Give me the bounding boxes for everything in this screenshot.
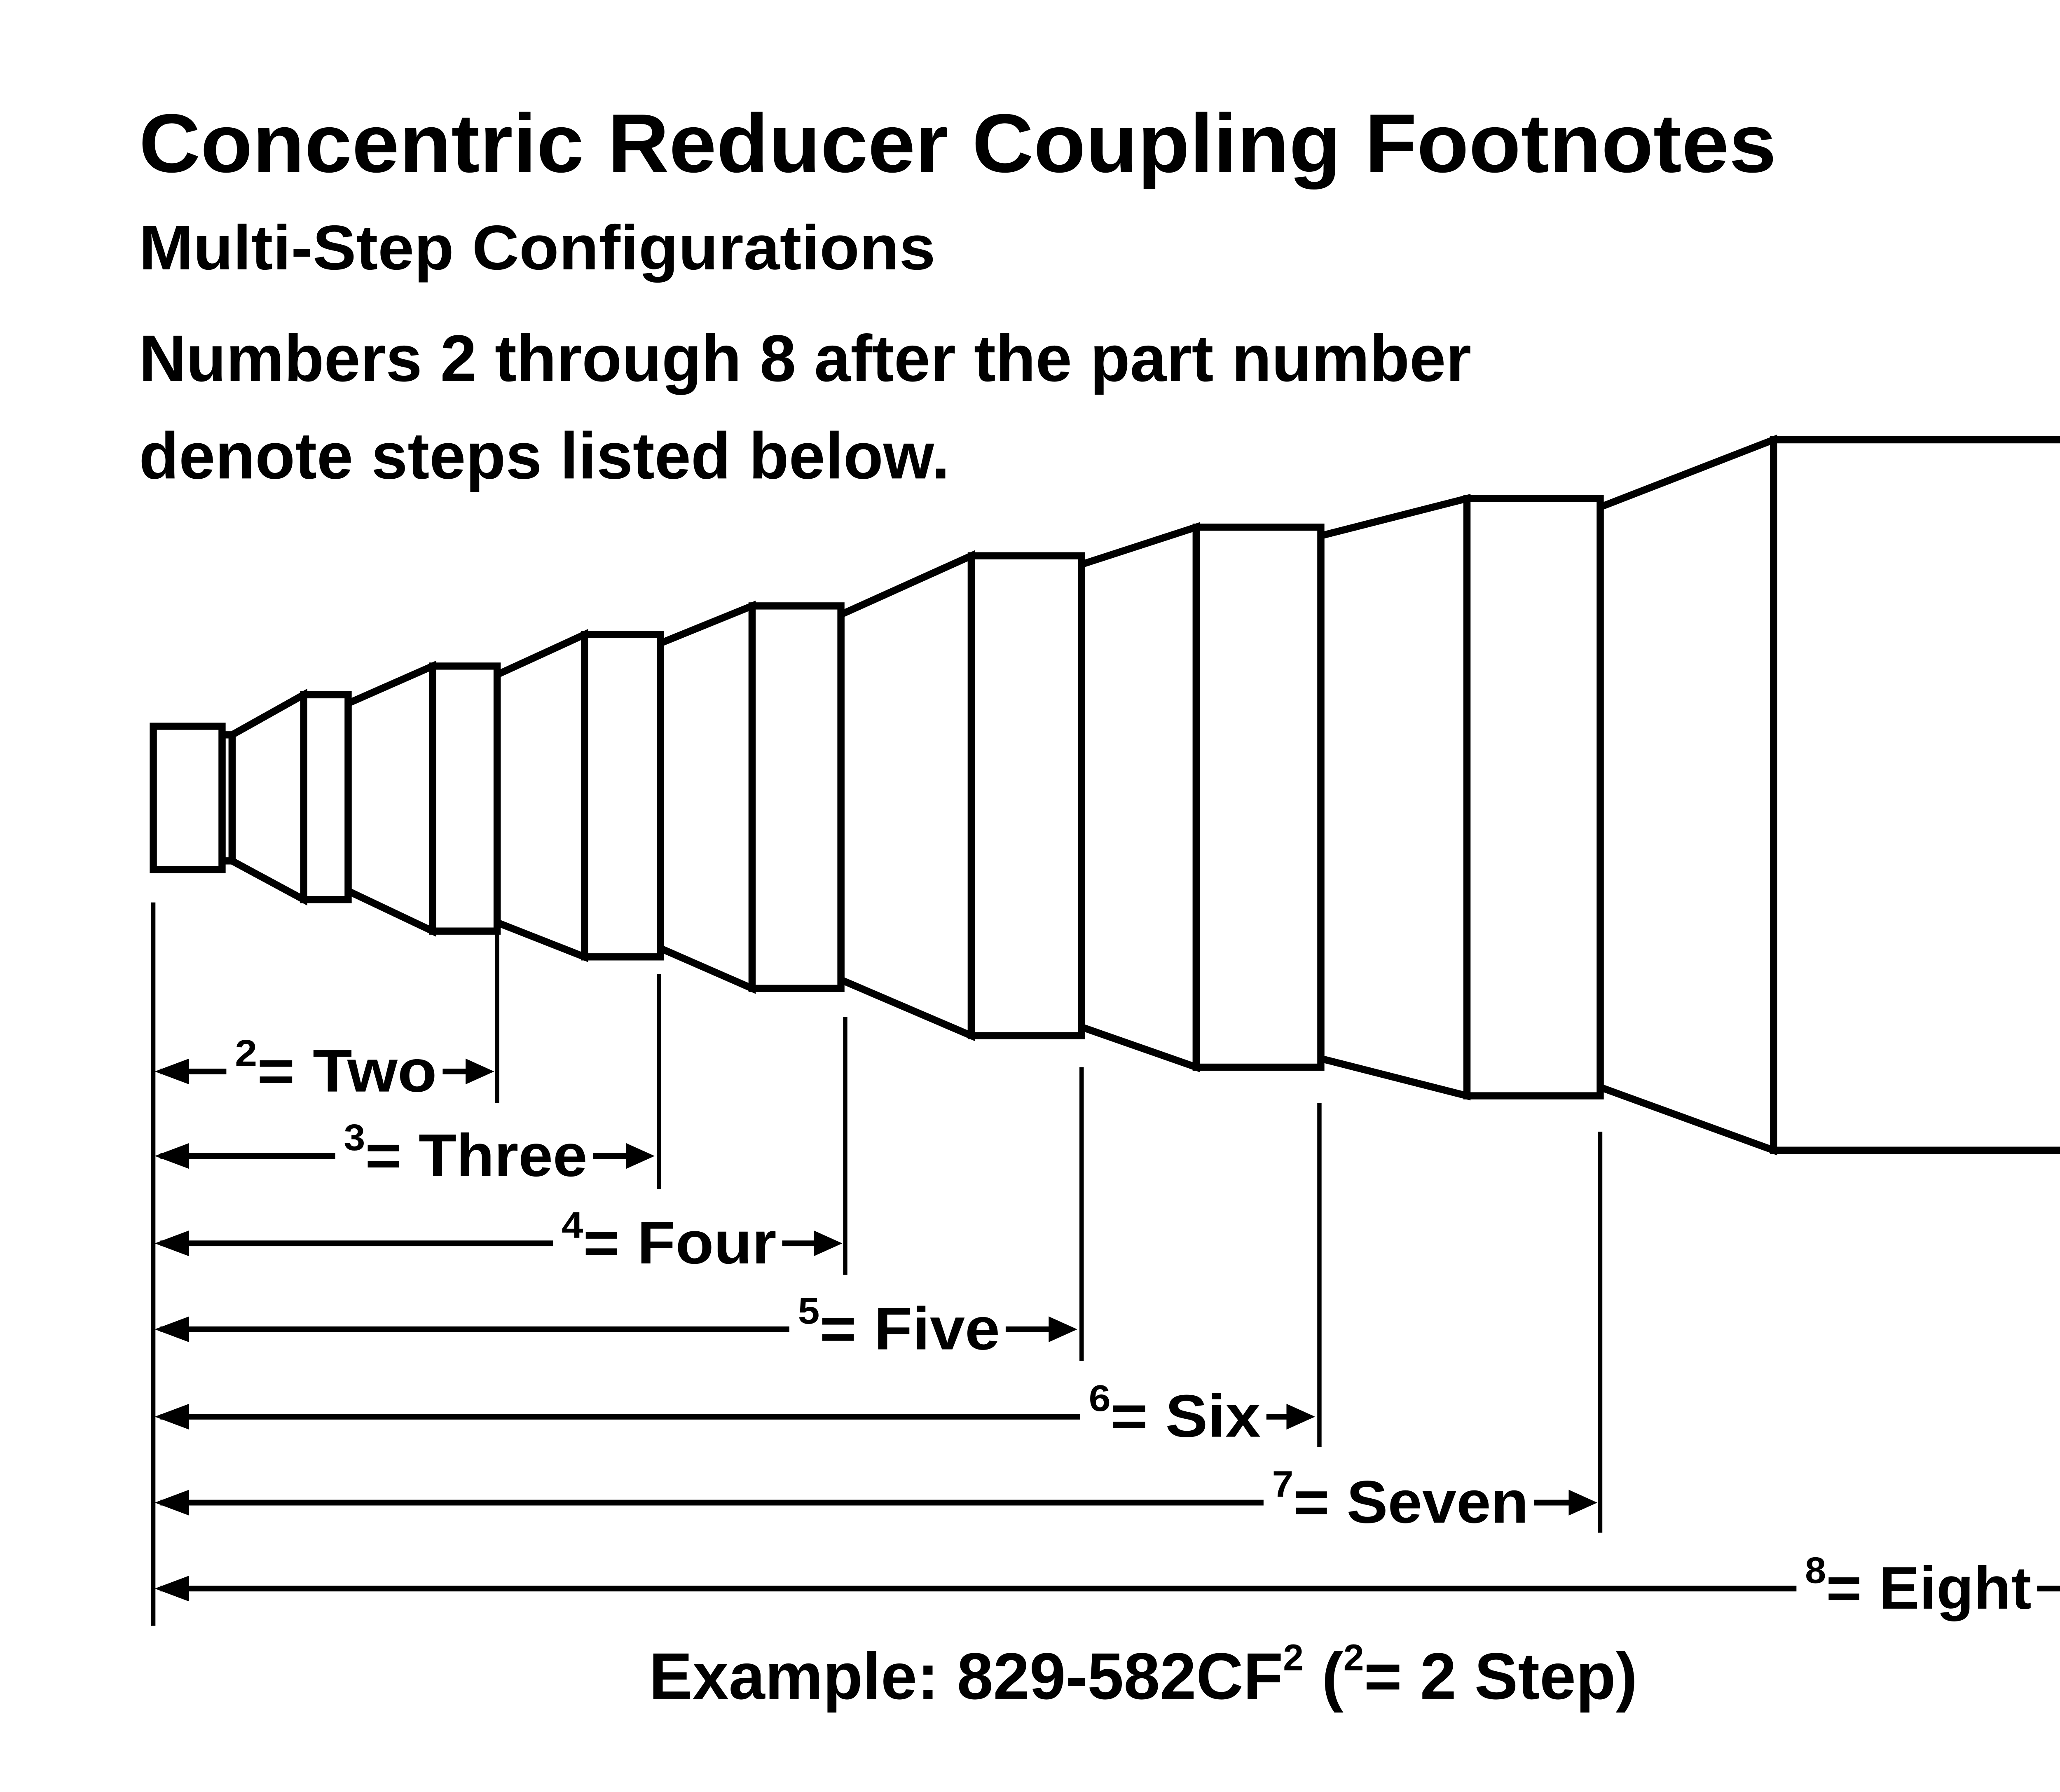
step-label: 5= Five [798, 1290, 1000, 1362]
cone-section [1317, 494, 1471, 1101]
cone-section [344, 660, 436, 937]
arrowhead-left-icon [154, 1404, 189, 1430]
step-label: 4= Four [562, 1204, 777, 1276]
band-section [1463, 495, 1604, 1100]
step-row-4: 4= Four [154, 1204, 843, 1276]
title: Concentric Reducer Coupling Footnotes [139, 96, 1776, 189]
cone-section [1078, 522, 1200, 1072]
description-line-2: denote steps listed below. [139, 419, 950, 492]
band-section [748, 602, 845, 992]
cone-section [837, 550, 975, 1041]
cone-section [1596, 434, 1777, 1156]
cone-section [657, 600, 756, 994]
arrowhead-left-icon [154, 1316, 189, 1343]
arrowhead-left-icon [154, 1490, 189, 1516]
band-section [150, 723, 226, 873]
arrowhead-left-icon [154, 1143, 189, 1169]
arrowhead-right-icon [1286, 1404, 1316, 1430]
cone-section [228, 688, 307, 906]
cone-section [493, 629, 588, 962]
description-line-1: Numbers 2 through 8 after the part numbe… [139, 321, 1471, 395]
band-section [1770, 436, 2060, 1154]
step-label: 2= Two [235, 1032, 437, 1104]
subtitle: Multi-Step Configurations [139, 213, 935, 283]
step-label: 8= Eight [1805, 1549, 2031, 1621]
step-row-8: 8= Eight [154, 1549, 2060, 1621]
arrowhead-right-icon [1049, 1316, 1077, 1343]
arrowhead-left-icon [154, 1230, 189, 1256]
band-section [1192, 523, 1325, 1071]
step-row-6: 6= Six [154, 1378, 1316, 1450]
coupling-drawing [150, 434, 2060, 1156]
step-label: 3= Three [344, 1117, 588, 1189]
dimension-lines [151, 902, 1603, 1626]
arrowhead-right-icon [814, 1230, 843, 1256]
step-row-5: 5= Five [154, 1290, 1077, 1362]
band-section [967, 552, 1085, 1039]
step-label: 6= Six [1089, 1378, 1261, 1450]
step-label: 7= Seven [1272, 1464, 1529, 1536]
step-row-7: 7= Seven [154, 1464, 1598, 1536]
example-text: Example: 829-582CF2 (2= 2 Step) [649, 1637, 1637, 1713]
band-section [300, 691, 352, 903]
band-section [581, 631, 664, 961]
arrowhead-right-icon [626, 1143, 655, 1169]
arrowhead-right-icon [466, 1058, 494, 1085]
arrowhead-left-icon [154, 1058, 189, 1085]
band-section [429, 662, 501, 935]
step-row-2: 2= Two [154, 1032, 494, 1104]
step-row-3: 3= Three [154, 1117, 655, 1189]
arrowhead-right-icon [1568, 1490, 1598, 1516]
arrowhead-left-icon [154, 1575, 189, 1602]
